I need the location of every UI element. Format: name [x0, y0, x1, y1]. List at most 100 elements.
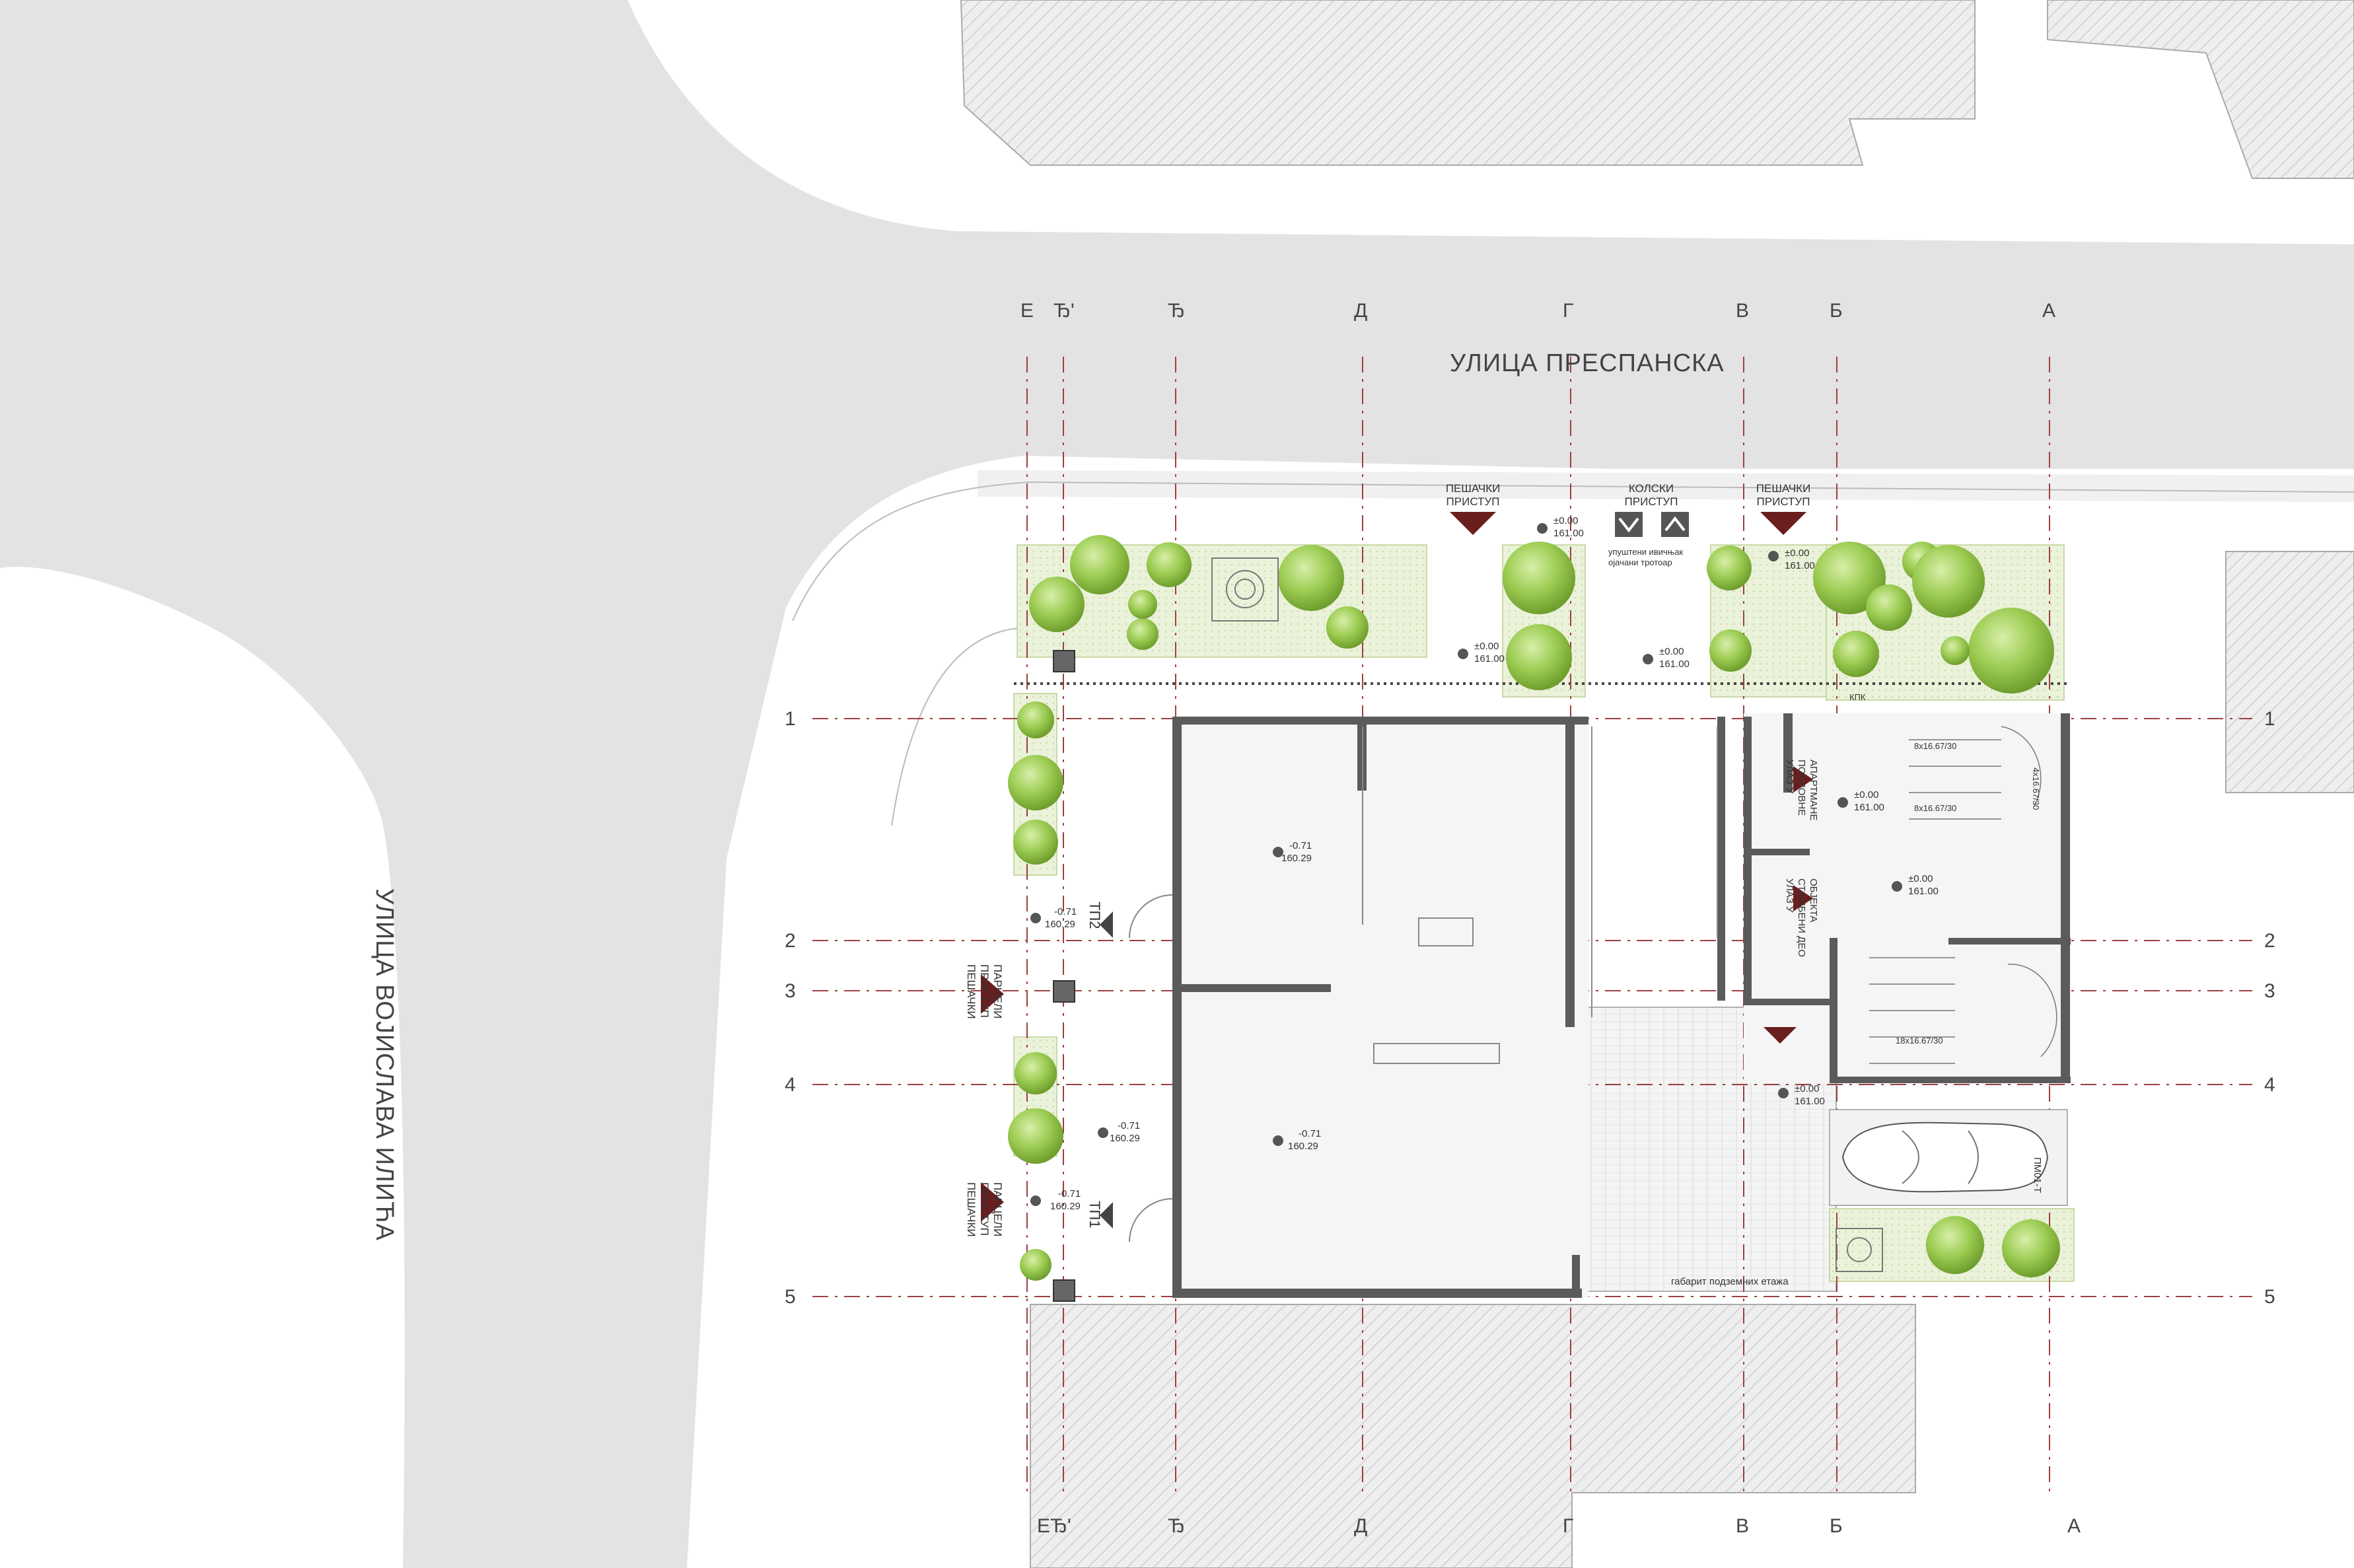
axis-top-E: Е [1020, 300, 1034, 322]
svg-text:±0.00: ±0.00 [1854, 789, 1878, 801]
axis-top-G: Г [1563, 300, 1573, 322]
tree [1128, 590, 1157, 619]
tree [2002, 1219, 2060, 1277]
svg-text:161.00: 161.00 [1553, 528, 1584, 539]
vehicle-access-icons [1615, 512, 1689, 537]
columns [1053, 650, 1075, 1302]
level-marker: -0.71 160.29 [1030, 1188, 1081, 1212]
axis-bottom-V: В [1736, 1515, 1749, 1537]
svg-text:-0.71: -0.71 [1299, 1128, 1321, 1139]
svg-text:160.29: 160.29 [1281, 853, 1312, 864]
street-west: УЛИЦА ВОЈИСЛАВА ИЛИЋА [371, 888, 398, 1241]
tree [1833, 631, 1879, 677]
tree [1147, 542, 1192, 587]
axis-left-5: 5 [785, 1286, 796, 1308]
pedestrian-access-arrow [1760, 512, 1806, 535]
level-marker: -0.71 160.29 [1030, 906, 1077, 930]
tree [1968, 608, 2054, 694]
axis-left-4: 4 [785, 1074, 796, 1096]
axis-top-B: Б [1830, 300, 1843, 322]
svg-text:±0.00: ±0.00 [1908, 873, 1933, 884]
svg-text:161.00: 161.00 [1474, 653, 1505, 664]
tree [1326, 606, 1369, 649]
curb-note: упуштени ивичњак [1608, 547, 1684, 557]
axis-left-2: 2 [785, 930, 796, 952]
level-marker: -0.71 160.29 [1273, 840, 1312, 864]
axis-bottom-Dj: Ђ [1168, 1515, 1185, 1537]
parking-label: ПМ01-Т [2032, 1157, 2043, 1193]
entrance-labels: УЛАЗ УПОСЛОВНЕАПАРТМАНЕ УЛАЗ УСТАМБЕНИ Д… [1784, 760, 1819, 957]
axis-left-1: 1 [785, 708, 796, 730]
parcel-access-labels: ПЕШАЧКИПРИСТУППАРЦЕЛИ ПЕШАЧКИПРИСТУППАРЦ… [965, 964, 1004, 1237]
axis-bottom-A: А [2067, 1515, 2081, 1537]
svg-text:161.00: 161.00 [1854, 802, 1884, 813]
svg-text:160.29: 160.29 [1045, 919, 1075, 930]
axis-right-4: 4 [2264, 1074, 2275, 1096]
street-north: УЛИЦА ПРЕСПАНСКА [1450, 349, 1725, 377]
axis-right-1: 1 [2264, 708, 2275, 730]
tree [1127, 618, 1159, 650]
pedestrian-access-arrow [981, 974, 1004, 1014]
tree [1008, 1108, 1063, 1164]
svg-text:-0.71: -0.71 [1289, 840, 1312, 851]
axis-bottom-EDj1: ЕЂ' [1037, 1515, 1071, 1537]
axis-top-Dj: Ђ [1168, 300, 1185, 322]
tree [1503, 542, 1575, 614]
svg-text:-0.71: -0.71 [1058, 1188, 1081, 1199]
svg-text:±0.00: ±0.00 [1795, 1083, 1819, 1094]
svg-text:±0.00: ±0.00 [1659, 646, 1684, 657]
entrance-arrow [1764, 1027, 1797, 1044]
entrance-arrow [1793, 766, 1813, 793]
room-tags: ТП2 ТП1 ПМ01-Т [1087, 902, 2043, 1229]
tree [1813, 542, 1886, 614]
stair-label: 8x16.67/30 [1914, 741, 1956, 751]
svg-text:161.00: 161.00 [1785, 560, 1815, 571]
tree [1506, 624, 1572, 690]
tree [1013, 820, 1058, 865]
car [1829, 1109, 2068, 1206]
kpk-label: КПК [1849, 692, 1866, 702]
svg-text:-0.71: -0.71 [1054, 906, 1077, 917]
access-arrows [981, 512, 1813, 1222]
site-furniture [1211, 557, 1883, 1272]
tree [1020, 1249, 1052, 1281]
stair-labels: 8x16.67/30 8x16.67/30 4x16.67/30 18x16.6… [1896, 741, 2041, 1046]
tree [1278, 545, 1344, 611]
tree [1070, 535, 1129, 594]
neighbour-buildings [960, 0, 2354, 1568]
curbs [792, 481, 2354, 826]
tree [1008, 755, 1063, 810]
svg-text:±0.00: ±0.00 [1785, 548, 1809, 559]
svg-text:-0.71: -0.71 [1118, 1120, 1140, 1131]
tree [1941, 636, 1970, 665]
tree [1015, 1052, 1057, 1094]
tree [1029, 577, 1085, 632]
pedestrian-parcel-label-1: ПЕШАЧКИПРИСТУППАРЦЕЛИ [965, 964, 1004, 1019]
axis-right-3: 3 [2264, 980, 2275, 1002]
building [1129, 713, 2071, 1298]
svg-text:160.29: 160.29 [1050, 1201, 1081, 1212]
stair-label: 4x16.67/30 [2031, 767, 2041, 810]
svg-text:161.00: 161.00 [1659, 659, 1690, 670]
tree [1707, 546, 1752, 590]
level-marker: ±0.00 161.00 [1643, 646, 1690, 670]
pedestrian-parcel-label-2: ПЕШАЧКИПРИСТУППАРЦЕЛИ [965, 1182, 1004, 1237]
pedestrian-access-arrow [981, 1182, 1004, 1222]
axis-left-3: 3 [785, 980, 796, 1002]
entrance-apartments: УЛАЗ УПОСЛОВНЕАПАРТМАНЕ [1784, 760, 1819, 820]
stairs [1869, 726, 2057, 1064]
axis-labels: Е Ђ' Ђ Д Г В Б А ЕЂ' Ђ Д Г В Б А 1 2 3 4… [785, 300, 2275, 1537]
